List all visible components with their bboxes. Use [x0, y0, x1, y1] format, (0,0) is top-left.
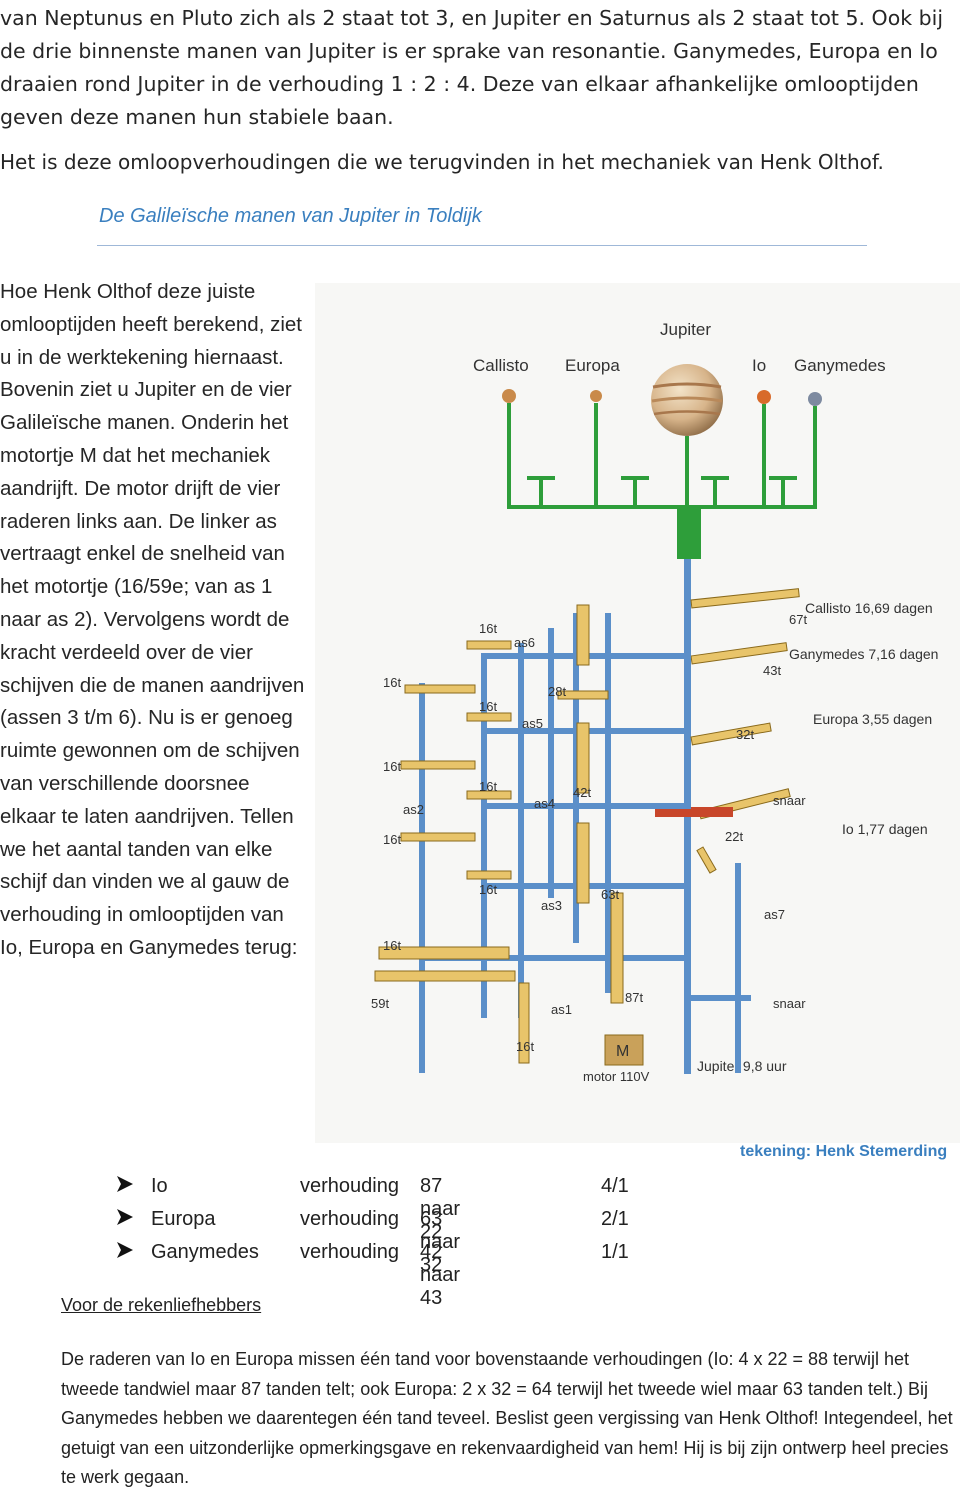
label-28t: 28t [548, 684, 566, 699]
ratio-word: verhouding [300, 1241, 399, 1263]
moon-bracket [507, 403, 817, 559]
label-22t: 22t [725, 829, 743, 844]
jupiter-band-2 [651, 396, 723, 403]
ganymedes-period: Ganymedes 7,16 dagen [789, 646, 938, 662]
intro-text: van Neptunus en Pluto zich als 2 staat t… [0, 6, 944, 129]
intro-paragraph: van Neptunus en Pluto zich als 2 staat t… [0, 2, 958, 134]
section-heading: De Galileïsche manen van Jupiter in Told… [99, 205, 482, 227]
olthof-sentence: Het is deze omloopverhoudingen die we te… [0, 150, 884, 174]
europa-moon [590, 390, 602, 402]
label-16t-c: 16t [479, 699, 497, 714]
label-europa: Europa [565, 356, 620, 375]
label-16t-e: 16t [479, 779, 497, 794]
fans-heading: Voor de rekenliefhebbers [61, 1295, 262, 1315]
io-period: Io 1,77 dagen [842, 821, 928, 837]
label-as2: as2 [403, 802, 424, 817]
ratio-value: 87 naar 22 [420, 1175, 461, 1243]
jupiter-band-1 [652, 382, 722, 389]
motor-box [604, 1034, 644, 1066]
label-16t-f: 16t [383, 832, 401, 847]
label-16t-g: 16t [479, 882, 497, 897]
label-io: Io [752, 356, 766, 375]
label-as6: as6 [514, 635, 535, 650]
jupiter-planet [651, 364, 723, 436]
io-moon [757, 390, 771, 404]
callisto-period: Callisto 16,69 dagen [805, 600, 933, 616]
label-16t-i: 16t [516, 1039, 534, 1054]
label-16t-d: 16t [383, 759, 401, 774]
side-text: Hoe Henk Olthof deze juiste omlooptijden… [0, 280, 305, 959]
label-42t: 42t [573, 785, 591, 800]
label-snaar-top: snaar [773, 793, 806, 808]
arrowhead-bullet-icon [117, 1209, 133, 1225]
label-as1: as1 [551, 1002, 572, 1017]
ratio-word: verhouding [300, 1208, 399, 1230]
label-87t: 87t [625, 990, 643, 1005]
label-59t: 59t [371, 996, 389, 1011]
label-16t-a: 16t [479, 621, 497, 636]
ratio-moon: Ganymedes [151, 1241, 259, 1263]
label-as3: as3 [541, 898, 562, 913]
label-ganymedes: Ganymedes [794, 356, 886, 375]
label-jupiter: Jupiter [660, 320, 711, 339]
label-63t: 63t [601, 887, 619, 902]
closing-paragraph: De raderen van Io en Europa missen één t… [61, 1349, 953, 1487]
jupiter-period: Jupiter 9,8 uur [697, 1058, 787, 1074]
left-gears [374, 604, 624, 1064]
motor-letter: M [616, 1043, 629, 1060]
ratio-value: 63 naar 32 [420, 1208, 461, 1276]
label-67t: 67t [789, 612, 807, 627]
label-callisto: Callisto [473, 356, 529, 375]
motor-label: motor 110V [583, 1069, 650, 1084]
label-snaar-bottom: snaar [773, 996, 806, 1011]
mechanism-svg: Jupiter Callisto Europa Io Ganymedes [371, 320, 938, 1084]
callisto-moon [502, 389, 516, 403]
heading-divider [97, 245, 867, 246]
label-16t-h: 16t [383, 938, 401, 953]
europa-period: Europa 3,55 dagen [813, 711, 932, 727]
arrowhead-bullet-icon [117, 1242, 133, 1258]
label-32t: 32t [736, 727, 754, 742]
label-as5: as5 [522, 716, 543, 731]
ratio-value: 42 naar 43 [420, 1241, 461, 1309]
ratio-fraction: 2/1 [601, 1208, 629, 1230]
arrowhead-bullet-icon [117, 1176, 133, 1192]
label-as4: as4 [534, 796, 555, 811]
label-as7: as7 [764, 907, 785, 922]
drawing-credit: tekening: Henk Stemerding [740, 1143, 948, 1160]
ganymedes-moon [808, 392, 822, 406]
ratio-fraction: 4/1 [601, 1175, 629, 1197]
ratio-moon: Europa [151, 1208, 216, 1230]
ratio-moon: Io [151, 1175, 168, 1197]
label-16t-b: 16t [383, 675, 401, 690]
io-disc [655, 807, 733, 817]
ratio-fraction: 1/1 [601, 1241, 629, 1263]
jupiter-band-3 [653, 410, 721, 416]
ratio-word: verhouding [300, 1175, 399, 1197]
label-43t: 43t [763, 663, 781, 678]
mechanism-drawing: Jupiter Callisto Europa Io Ganymedes [315, 283, 960, 1143]
